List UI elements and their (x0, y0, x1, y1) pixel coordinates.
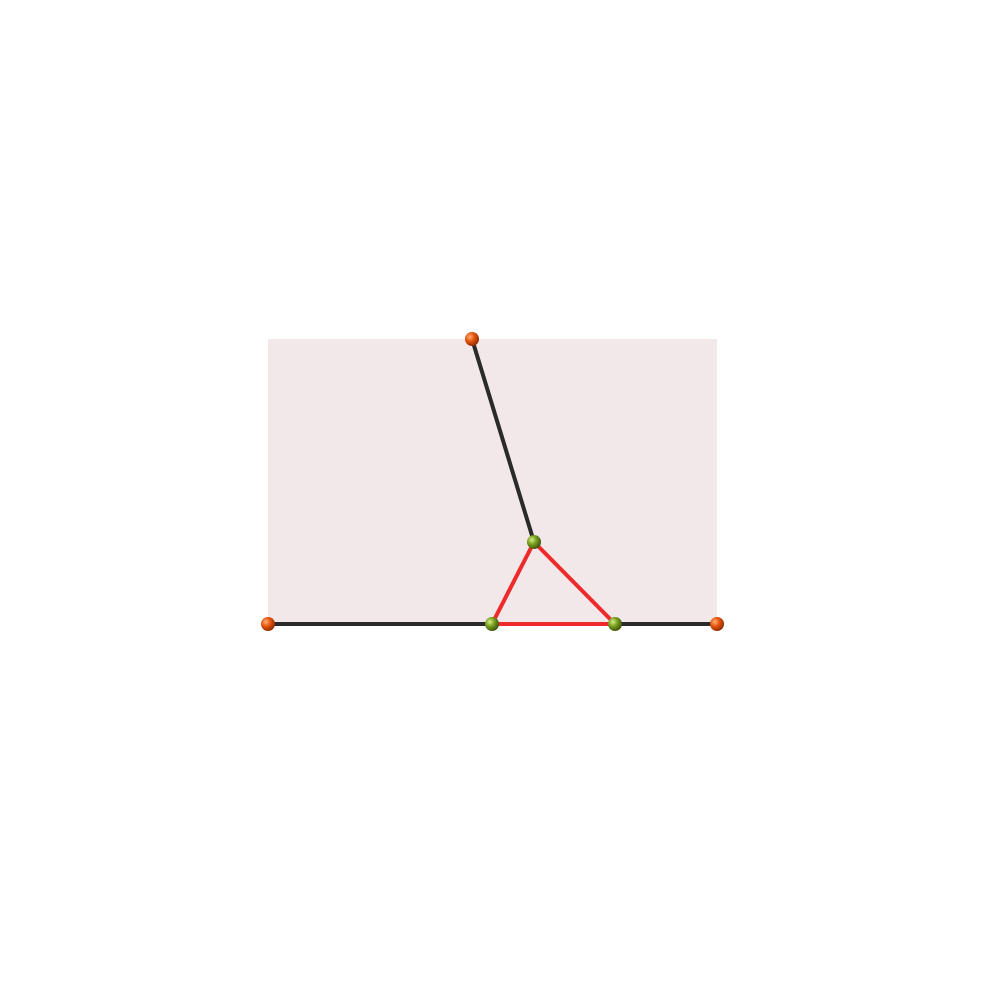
green-node-base-right (608, 617, 622, 631)
edges-layer (266, 337, 719, 626)
orange-node-right (710, 617, 724, 631)
green-node-apex (527, 535, 541, 549)
vertical-edge (470, 337, 536, 544)
shaded-region (268, 339, 717, 624)
orange-node-top (465, 332, 479, 346)
nodes-layer (261, 332, 724, 631)
green-node-base-left (485, 617, 499, 631)
orange-node-left (261, 617, 275, 631)
triangle-right-edge (532, 540, 617, 626)
triangle-left-edge (490, 540, 536, 626)
